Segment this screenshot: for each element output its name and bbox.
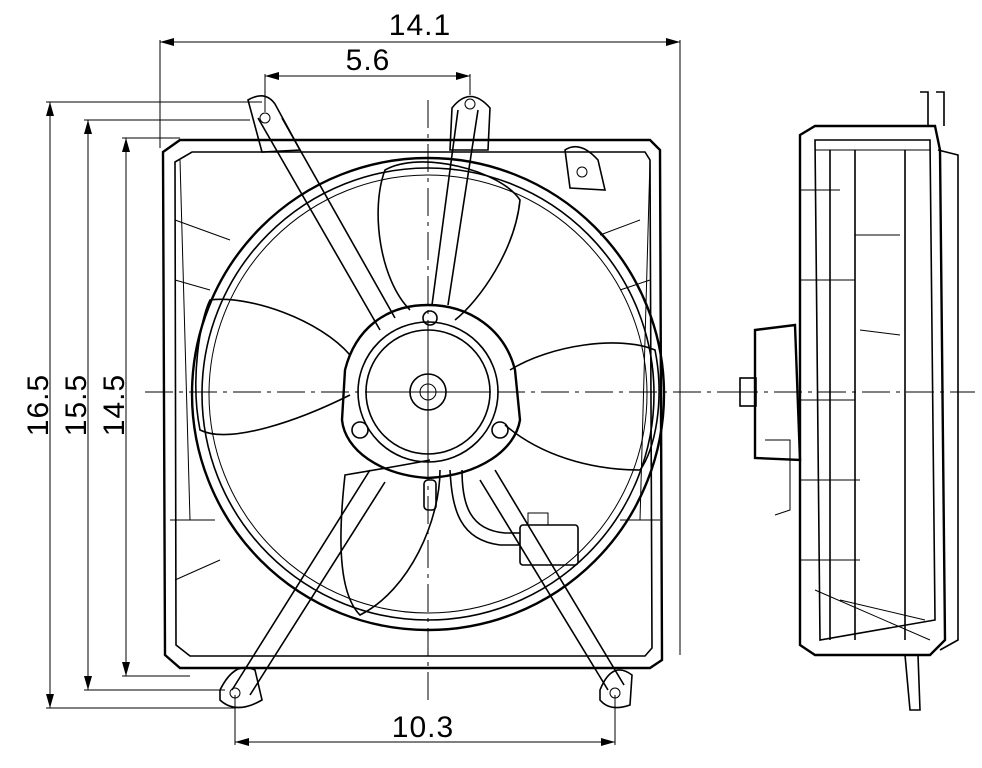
height-mid-label: 15.5 bbox=[60, 374, 93, 436]
support-spokes bbox=[219, 95, 633, 709]
overall-width-label: 14.1 bbox=[389, 9, 451, 42]
overall-height-label: 16.5 bbox=[22, 374, 55, 436]
wire-connector bbox=[449, 469, 579, 566]
motor-hub bbox=[340, 303, 522, 511]
shroud-height-label: 14.5 bbox=[98, 374, 131, 436]
side-view bbox=[730, 91, 975, 711]
dimension-lines bbox=[46, 38, 681, 746]
front-view bbox=[145, 95, 730, 709]
shroud-frame bbox=[161, 138, 664, 670]
top-mount-spacing-label: 5.6 bbox=[346, 44, 391, 77]
fan-blades bbox=[195, 161, 660, 616]
bottom-mount-spacing-label: 10.3 bbox=[392, 711, 454, 744]
